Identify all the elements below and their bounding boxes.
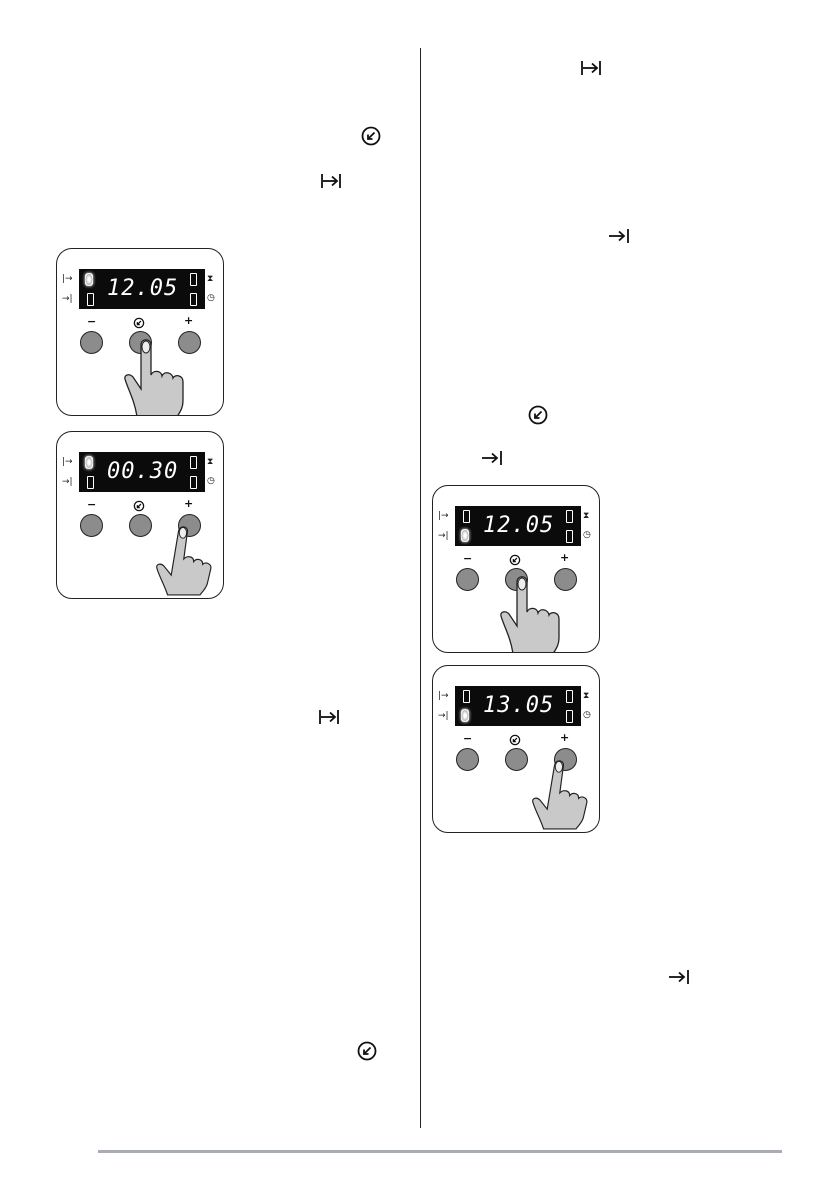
end-time-icon: →| — [62, 477, 73, 487]
duration-icon — [581, 61, 601, 75]
duration-icon: |→ — [438, 691, 449, 701]
plus-button[interactable] — [178, 331, 201, 354]
end-time-indicator-lamp — [461, 709, 469, 722]
clock-arrow-icon — [528, 405, 548, 425]
minus-button[interactable] — [80, 331, 103, 354]
minus-button[interactable] — [80, 514, 103, 537]
duration-icon: |→ — [438, 511, 449, 521]
minus-label: − — [87, 498, 97, 511]
control-panel-illustration: |→ →| 12.05 ⧗ ◷ − + — [56, 248, 224, 416]
time-readout: 13.05 — [483, 693, 555, 718]
pressing-hand-illustration — [500, 576, 560, 652]
oven-display: 00.30 — [79, 452, 205, 492]
end-time-icon: →| — [62, 294, 73, 304]
minus-button[interactable] — [456, 748, 479, 771]
plus-label: + — [560, 551, 570, 564]
minute-minder-icon: ⧗ — [583, 511, 590, 521]
oven-display: 13.05 — [455, 686, 581, 726]
time-readout: 00.30 — [107, 459, 179, 484]
timer-indicator-lamp — [566, 510, 573, 523]
clock-arrow-icon — [357, 1041, 377, 1061]
clock-indicator-lamp — [190, 293, 197, 306]
control-panel-illustration: |→ →| 12.05 ⧗ ◷ − + — [432, 485, 600, 653]
end-time-icon — [669, 970, 689, 984]
clock-button[interactable] — [505, 748, 528, 771]
clock-arrow-icon — [509, 554, 521, 566]
pressing-hand-illustration — [532, 760, 588, 830]
duration-indicator-lamp — [463, 690, 470, 703]
pressing-hand-illustration — [124, 339, 184, 415]
end-time-indicator-lamp — [87, 476, 94, 489]
minute-minder-icon: ⧗ — [207, 274, 214, 284]
minute-minder-icon: ⧗ — [207, 457, 214, 467]
clock-icon: ◷ — [207, 476, 215, 486]
duration-indicator-lamp — [85, 456, 93, 469]
duration-indicator-lamp — [85, 273, 93, 286]
clock-arrow-icon — [133, 500, 145, 512]
clock-arrow-icon — [509, 734, 521, 746]
duration-icon — [321, 174, 341, 188]
minus-button[interactable] — [456, 568, 479, 591]
clock-button[interactable] — [129, 514, 152, 537]
minus-label: − — [87, 315, 97, 328]
minus-label: − — [463, 732, 473, 745]
time-readout: 12.05 — [107, 276, 179, 301]
plus-label: + — [184, 314, 194, 327]
end-time-icon — [482, 451, 502, 465]
duration-indicator-lamp — [463, 510, 470, 523]
pressing-hand-illustration — [156, 526, 212, 596]
plus-label: + — [184, 497, 194, 510]
plus-label: + — [560, 731, 570, 744]
clock-arrow-icon — [133, 317, 145, 329]
end-time-icon — [609, 229, 629, 243]
timer-indicator-lamp — [566, 690, 573, 703]
clock-icon: ◷ — [207, 293, 215, 303]
clock-icon: ◷ — [583, 530, 591, 540]
duration-icon: |→ — [62, 457, 73, 467]
timer-indicator-lamp — [190, 456, 197, 469]
column-divider — [420, 48, 421, 1128]
minute-minder-icon: ⧗ — [583, 691, 590, 701]
clock-indicator-lamp — [566, 710, 573, 723]
end-time-indicator-lamp — [87, 293, 94, 306]
end-time-indicator-lamp — [461, 529, 469, 542]
duration-icon — [319, 710, 339, 724]
timer-indicator-lamp — [190, 273, 197, 286]
oven-display: 12.05 — [455, 506, 581, 546]
clock-arrow-icon — [361, 126, 381, 146]
clock-indicator-lamp — [566, 530, 573, 543]
duration-icon: |→ — [62, 274, 73, 284]
end-time-icon: →| — [438, 711, 449, 721]
clock-indicator-lamp — [190, 476, 197, 489]
footer-rule — [98, 1150, 782, 1153]
end-time-icon: →| — [438, 531, 449, 541]
time-readout: 12.05 — [483, 513, 555, 538]
minus-label: − — [463, 552, 473, 565]
control-panel-illustration: |→ →| 13.05 ⧗ ◷ − + — [432, 665, 600, 833]
oven-display: 12.05 — [79, 269, 205, 309]
clock-icon: ◷ — [583, 710, 591, 720]
control-panel-illustration: |→ →| 00.30 ⧗ ◷ − + — [56, 431, 224, 599]
plus-button[interactable] — [554, 568, 577, 591]
